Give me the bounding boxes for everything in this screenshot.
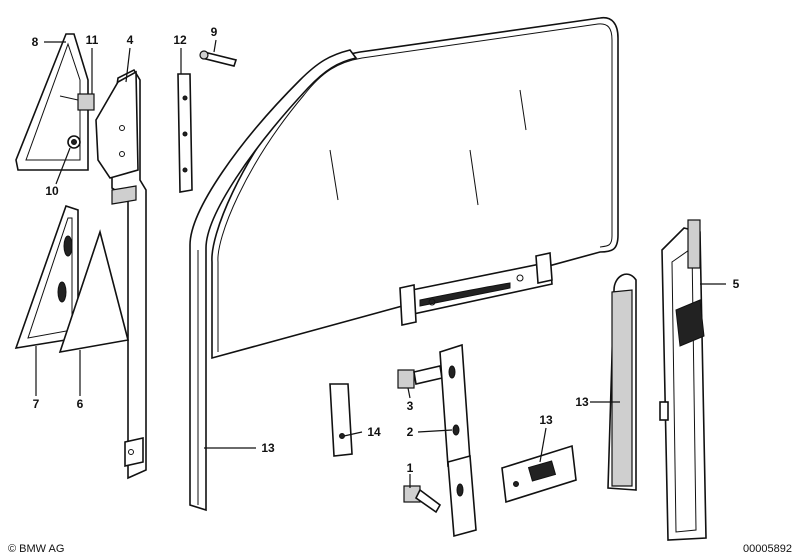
callout-6: 6 bbox=[77, 397, 84, 411]
callout-1: 1 bbox=[407, 461, 414, 475]
callout-11: 11 bbox=[86, 33, 99, 47]
copyright-text: © BMW AG bbox=[8, 543, 64, 555]
callout-7: 7 bbox=[33, 397, 40, 411]
callout-2: 2 bbox=[407, 425, 414, 439]
callout-9: 9 bbox=[211, 25, 218, 39]
callout-14: 13 bbox=[539, 413, 553, 427]
vent-pillar-4 bbox=[95, 68, 147, 480]
callout-13-right: 13 bbox=[575, 395, 589, 409]
bracket-15 bbox=[329, 383, 353, 457]
vent-glass-frame-8 bbox=[15, 33, 89, 171]
clip-11 bbox=[59, 93, 95, 111]
holder-plate-14 bbox=[501, 444, 577, 504]
callout-5: 5 bbox=[733, 277, 740, 291]
callout-3: 3 bbox=[407, 399, 414, 413]
callout-15: 14 bbox=[367, 425, 381, 439]
glass-lifter-rail bbox=[399, 252, 553, 326]
guide-rail-1 bbox=[403, 454, 477, 538]
channel-seal-13-left bbox=[189, 49, 358, 512]
callout-10: 10 bbox=[45, 184, 59, 198]
callout-4: 4 bbox=[127, 33, 134, 47]
bolt-3 bbox=[397, 365, 443, 389]
channel-seal-13-right bbox=[607, 273, 637, 491]
callout-12: 12 bbox=[173, 33, 187, 47]
b-pillar-guide-5 bbox=[659, 219, 707, 541]
image-number: 00005892 bbox=[743, 543, 792, 555]
bolt-9 bbox=[199, 50, 238, 67]
triangle-glass-6 bbox=[58, 229, 129, 354]
leader-lines bbox=[35, 39, 726, 488]
callout-13-left: 13 bbox=[261, 441, 275, 455]
guide-rail-2 bbox=[439, 343, 471, 468]
nut-10 bbox=[67, 135, 81, 149]
strip-12 bbox=[177, 73, 193, 193]
callout-labels: 8 11 4 12 9 10 7 6 13 3 2 1 14 13 13 5 bbox=[32, 25, 740, 475]
callout-8: 8 bbox=[32, 35, 39, 49]
